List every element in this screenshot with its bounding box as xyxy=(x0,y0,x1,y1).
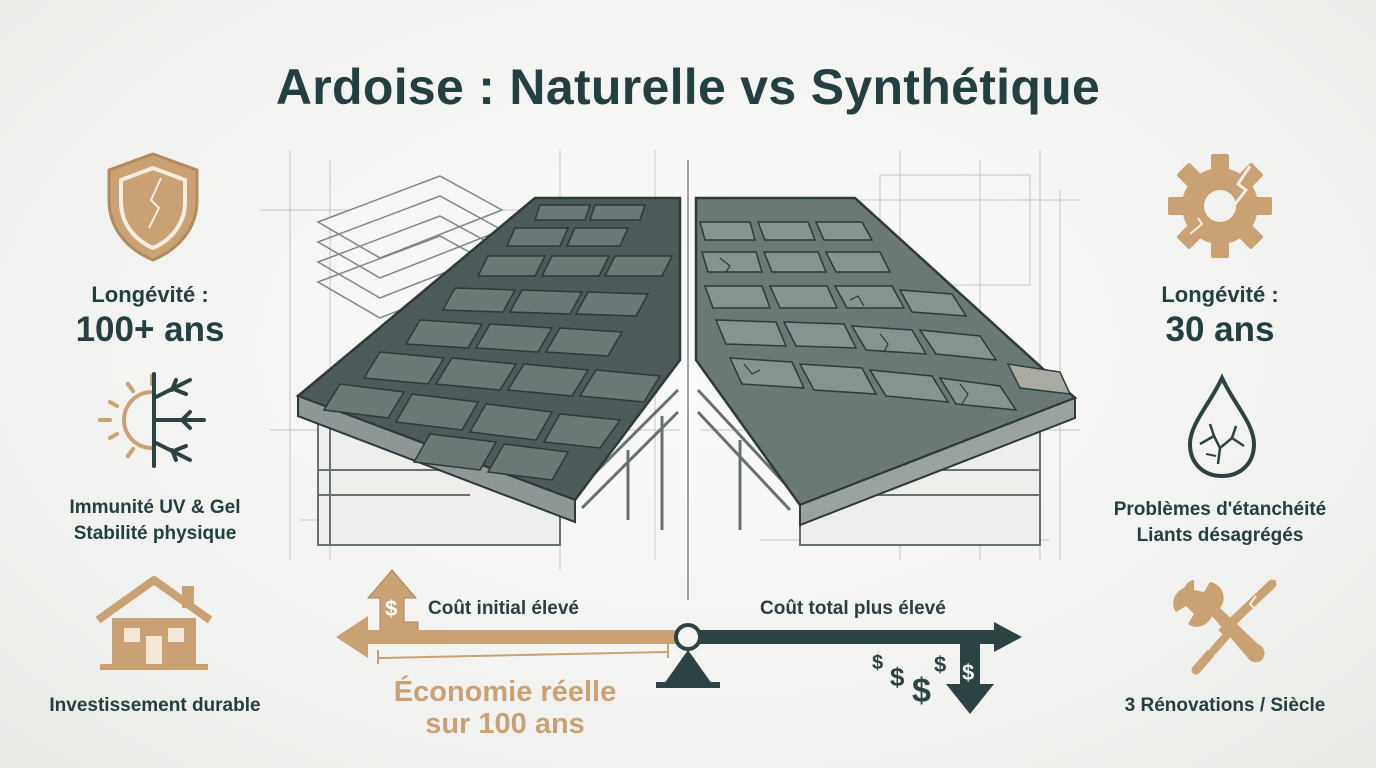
left-resistance-line2: Stabilité physique xyxy=(73,523,237,544)
page-title: Ardoise : Naturelle vs Synthétique xyxy=(275,59,1101,115)
total-cost-label: Coût total plus élevé xyxy=(760,598,946,619)
house-icon xyxy=(95,576,213,670)
dollar-sign-4: $ xyxy=(934,652,947,677)
right-renovations: 3 Rénovations / Siècle xyxy=(1124,695,1326,716)
dollar-sign-2: $ xyxy=(890,662,905,692)
dollar-sign-arrow: $ xyxy=(962,660,975,685)
broken-gear-icon xyxy=(1168,154,1272,258)
saving-line1: Économie réelle xyxy=(393,676,617,708)
right-longevity-value: 30 ans xyxy=(1165,310,1275,349)
initial-cost-label: Coût initial élevé xyxy=(428,598,579,619)
dollar-sign-3: $ xyxy=(912,672,931,710)
saving-line2: sur 100 ans xyxy=(425,708,585,740)
right-problem-line2: Liants désagrégés xyxy=(1136,525,1304,546)
left-resistance-line1: Immunité UV & Gel xyxy=(69,497,241,518)
shield-icon xyxy=(107,152,199,262)
cracked-drop-icon xyxy=(1187,373,1257,479)
right-longevity-label: Longévité : xyxy=(1161,282,1279,307)
dollar-sign-1: $ xyxy=(872,652,884,674)
left-investment: Investissement durable xyxy=(49,695,261,716)
broken-tools-icon xyxy=(1173,579,1277,675)
right-problem-line1: Problèmes d'étanchéité xyxy=(1113,499,1327,520)
left-longevity-value: 100+ ans xyxy=(75,310,225,349)
left-longevity-label: Longévité : xyxy=(91,282,209,307)
sun-snowflake-icon xyxy=(98,372,206,468)
dollar-sign-initial: $ xyxy=(385,596,398,621)
